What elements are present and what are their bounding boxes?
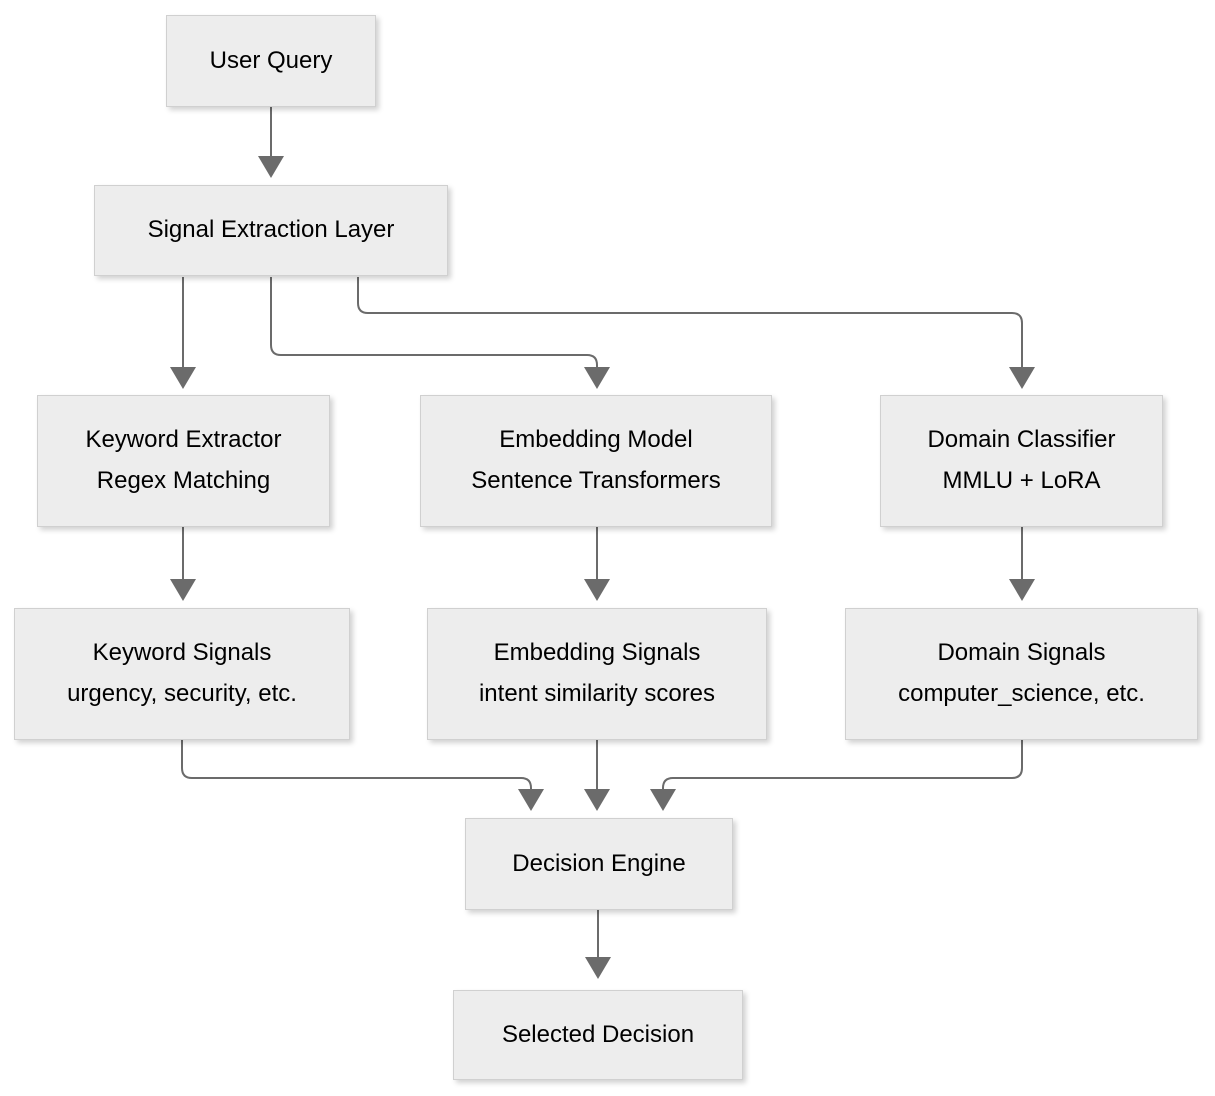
arrowhead-icon bbox=[258, 156, 284, 178]
arrowhead-icon bbox=[584, 579, 610, 601]
arrowhead-icon bbox=[584, 789, 610, 811]
node-label: Signal Extraction Layer bbox=[147, 216, 395, 244]
arrowhead-icon bbox=[518, 789, 544, 811]
node-signal-extraction-layer: Signal Extraction Layer bbox=[94, 185, 448, 276]
node-subtitle: intent similarity scores bbox=[478, 680, 716, 707]
arrowhead-icon bbox=[650, 789, 676, 811]
node-keyword-signals: Keyword Signals urgency, security, etc. bbox=[14, 608, 350, 740]
node-embedding-model: Embedding Model Sentence Transformers bbox=[420, 395, 772, 527]
edge-signal-extraction-to-keyword-extractor bbox=[170, 277, 196, 389]
node-title: Keyword Extractor bbox=[85, 426, 282, 454]
node-label: Selected Decision bbox=[501, 1020, 695, 1048]
node-selected-decision: Selected Decision bbox=[453, 990, 743, 1080]
node-subtitle: computer_science, etc. bbox=[898, 680, 1145, 707]
edge-keyword-signals-to-decision-engine bbox=[181, 740, 544, 811]
node-subtitle: urgency, security, etc. bbox=[67, 680, 297, 707]
node-subtitle: MMLU + LoRA bbox=[942, 467, 1101, 494]
node-label: Decision Engine bbox=[512, 849, 686, 877]
node-title: Domain Classifier bbox=[927, 426, 1116, 454]
node-keyword-extractor: Keyword Extractor Regex Matching bbox=[37, 395, 330, 527]
arrowhead-icon bbox=[170, 367, 196, 389]
arrowhead-icon bbox=[1009, 367, 1035, 389]
node-subtitle: Sentence Transformers bbox=[471, 467, 721, 494]
arrowhead-icon bbox=[1009, 579, 1035, 601]
node-domain-signals: Domain Signals computer_science, etc. bbox=[845, 608, 1198, 740]
arrowhead-icon bbox=[170, 579, 196, 601]
node-title: Domain Signals bbox=[937, 639, 1106, 667]
node-label: User Query bbox=[209, 46, 333, 74]
node-title: Embedding Signals bbox=[493, 639, 701, 667]
edge-embedding-signals-to-decision-engine bbox=[584, 740, 610, 811]
arrowhead-icon bbox=[584, 367, 610, 389]
edge-signal-extraction-to-embedding-model bbox=[270, 277, 610, 389]
node-user-query: User Query bbox=[166, 15, 376, 107]
edge-user-query-to-signal-extraction bbox=[258, 107, 284, 178]
node-decision-engine: Decision Engine bbox=[465, 818, 733, 910]
arrowhead-icon bbox=[585, 957, 611, 979]
node-embedding-signals: Embedding Signals intent similarity scor… bbox=[427, 608, 767, 740]
node-title: Keyword Signals bbox=[92, 639, 272, 667]
node-domain-classifier: Domain Classifier MMLU + LoRA bbox=[880, 395, 1163, 527]
node-title: Embedding Model bbox=[499, 426, 693, 454]
edge-domain-classifier-to-domain-signals bbox=[1009, 527, 1035, 601]
edge-signal-extraction-to-domain-classifier bbox=[357, 277, 1035, 389]
node-subtitle: Regex Matching bbox=[96, 467, 271, 494]
edge-decision-engine-to-selected-decision bbox=[585, 910, 611, 979]
edge-keyword-extractor-to-keyword-signals bbox=[170, 527, 196, 601]
edge-embedding-model-to-embedding-signals bbox=[584, 527, 610, 601]
edge-domain-signals-to-decision-engine bbox=[650, 740, 1023, 811]
